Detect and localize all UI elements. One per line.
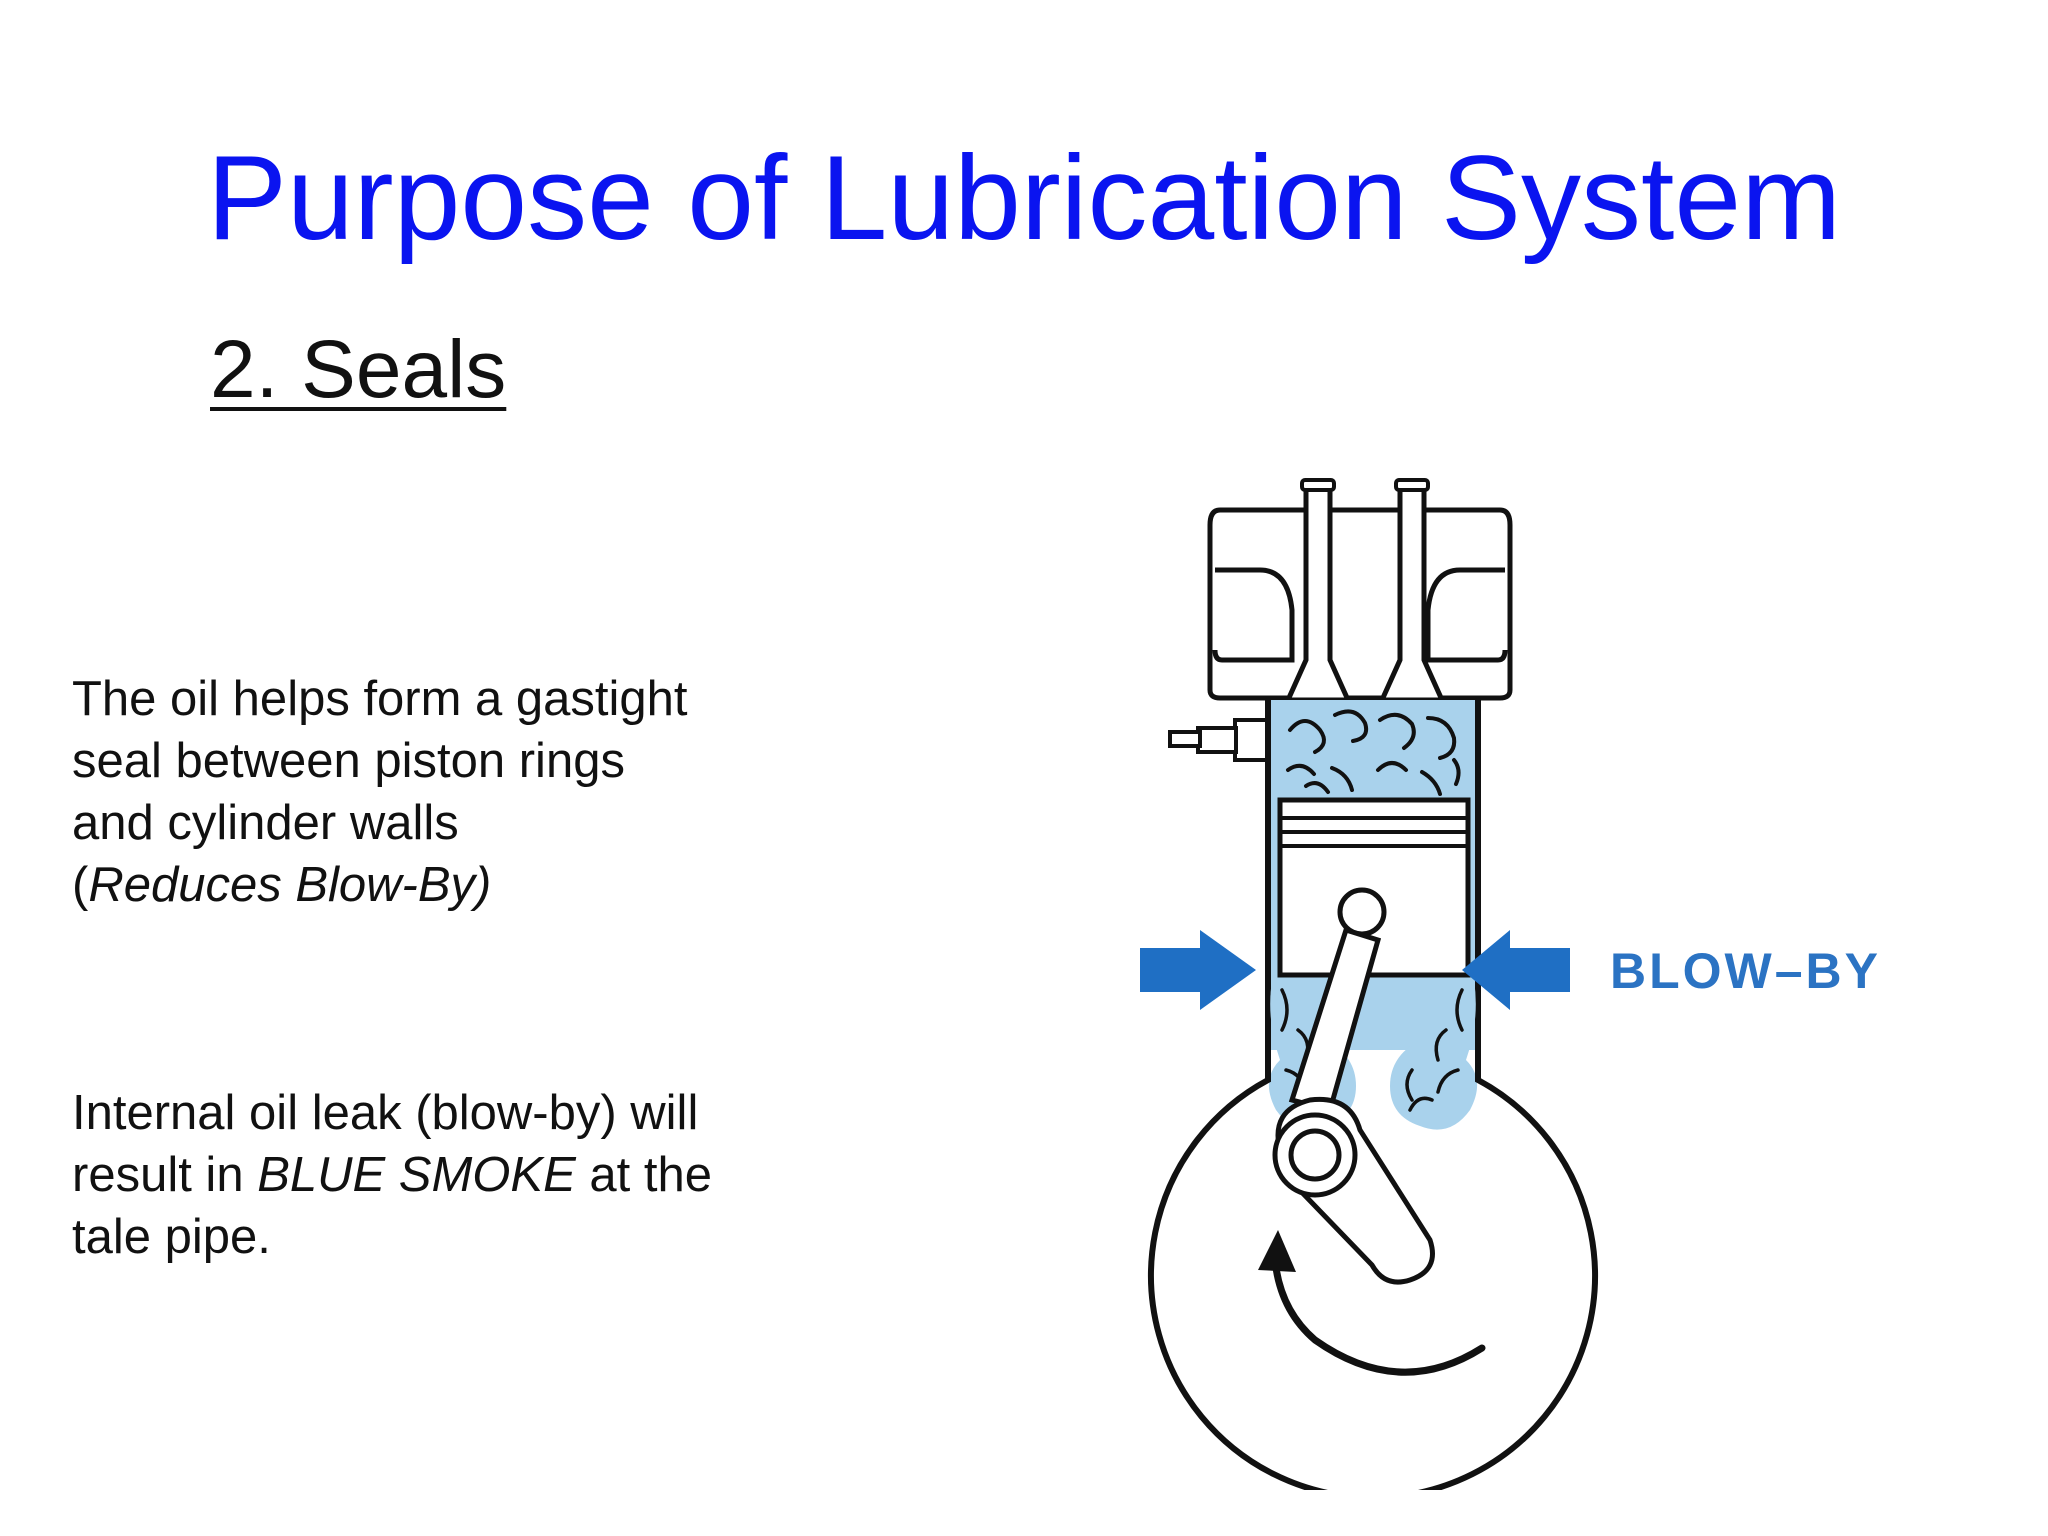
seal-description-line-2: seal between piston rings	[72, 734, 625, 788]
blow-by-description: Internal oil leak (blow-by) will result …	[72, 1082, 792, 1268]
crank-pin-inner	[1288, 1128, 1342, 1182]
crankcase	[1148, 1058, 1598, 1490]
open-paren: (	[72, 858, 89, 912]
seal-description-line-4: (Reduces Blow-By)	[72, 854, 792, 916]
intake-port	[1212, 567, 1295, 663]
blow-by-description-line-3: tale pipe.	[72, 1210, 271, 1264]
combustion-swirls	[1286, 709, 1461, 796]
blow-by-description-line-1: Internal oil leak (blow-by) will	[72, 1086, 699, 1140]
blow-by-arrow-left	[1140, 930, 1256, 1010]
engine-cylinder-svg: BLOW–BY	[1140, 478, 1881, 1490]
rotation-arrowhead	[1258, 1230, 1296, 1272]
combustion-chamber	[1268, 700, 1478, 800]
slide-subtitle: 2. Seals	[210, 324, 507, 415]
cylinder-head	[1207, 507, 1513, 701]
engine-cylinder-diagram: BLOW–BY	[1110, 470, 1910, 1490]
piston-pin	[1337, 887, 1387, 937]
exhaust-port	[1425, 567, 1508, 663]
spark-plug	[1168, 718, 1269, 762]
blow-by-plume-right	[1390, 980, 1478, 1130]
blow-by-description-line-2: result in BLUE SMOKE at the	[72, 1144, 792, 1206]
intake-valve-cap	[1300, 478, 1336, 492]
result-in-text: result in	[72, 1148, 258, 1202]
exhaust-valve-cap	[1394, 478, 1430, 492]
reduces-blow-by-text: Reduces Blow-By)	[88, 858, 492, 912]
blow-by-arrow-right	[1462, 930, 1570, 1010]
slide-title: Purpose of Lubrication System	[206, 131, 1842, 265]
at-the-text: at the	[575, 1148, 713, 1202]
seal-description-line-3: and cylinder walls	[72, 796, 459, 850]
rotation-arrow	[1271, 1256, 1486, 1376]
seal-description: The oil helps form a gastight seal betwe…	[72, 668, 792, 916]
piston-rings	[1280, 816, 1468, 848]
seal-description-line-1: The oil helps form a gastight	[72, 672, 688, 726]
blow-by-label: BLOW–BY	[1610, 943, 1881, 999]
blue-smoke-text: BLUE SMOKE	[257, 1148, 576, 1202]
